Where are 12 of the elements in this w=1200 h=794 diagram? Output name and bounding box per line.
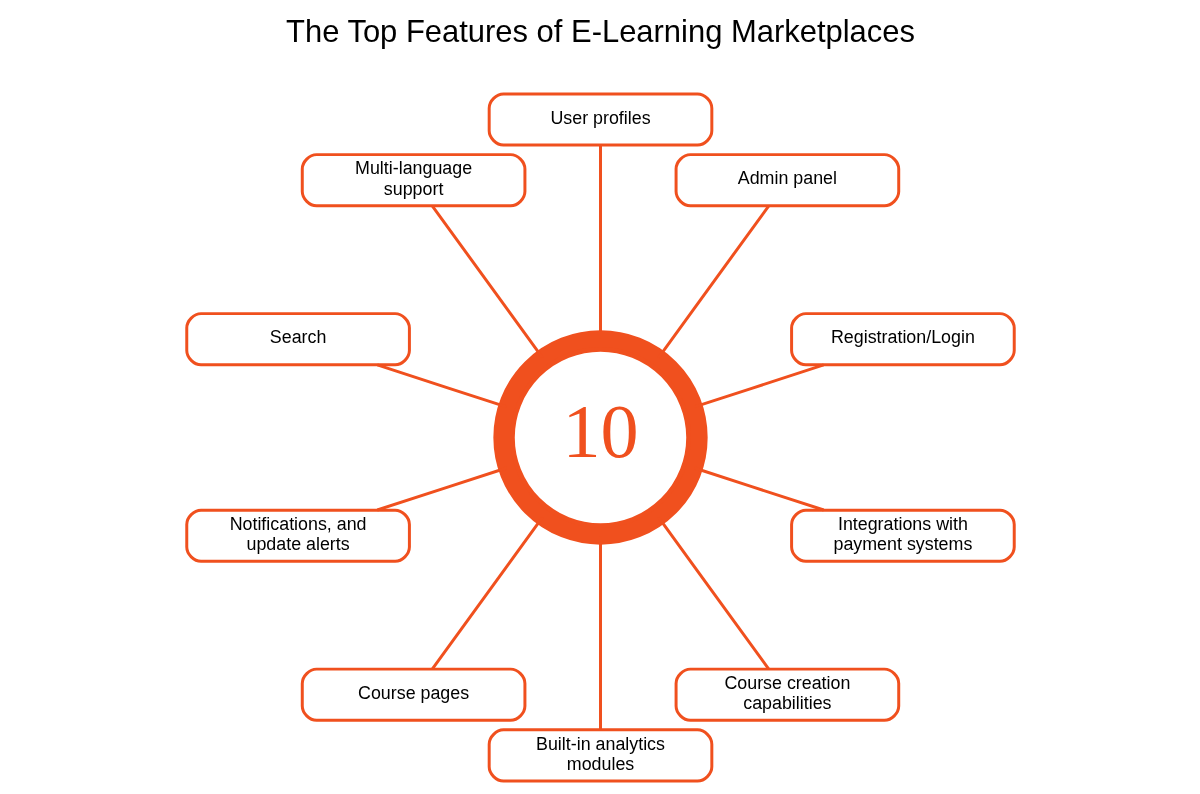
node-box: Integrations with payment systems xyxy=(789,508,1016,563)
node-box: Registration/Login xyxy=(789,312,1016,367)
node-box: Search xyxy=(184,312,411,367)
diagram-title: The Top Features of E-Learning Marketplaces xyxy=(285,14,915,50)
node-box: User profiles xyxy=(487,92,713,147)
node-circle: 10 xyxy=(492,330,708,545)
node-box: Notifications, and update alerts xyxy=(184,508,411,563)
node-box: Course pages xyxy=(300,667,526,722)
node-box: Multi-language support xyxy=(300,153,526,208)
node-box: Course creation capabilities xyxy=(674,667,900,722)
node-box: Admin panel xyxy=(674,153,900,208)
node-box: Built-in analytics modules xyxy=(487,728,713,783)
